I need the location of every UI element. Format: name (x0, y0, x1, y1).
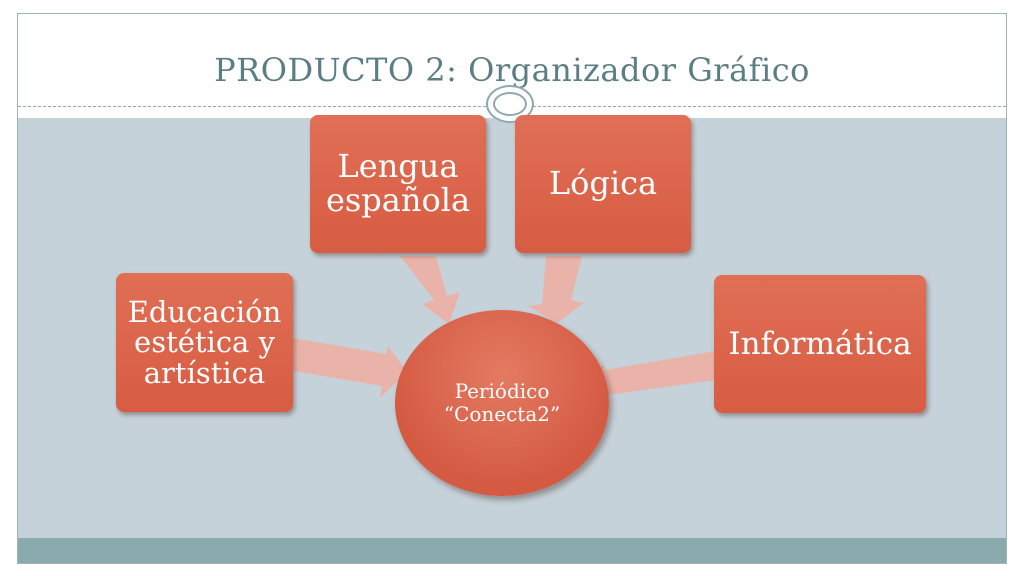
node-label-line: artística (143, 355, 266, 390)
node-logica: Lógica (515, 115, 691, 253)
node-informatica: Informática (714, 275, 926, 413)
node-lengua-espanola: Lengua española (310, 115, 486, 253)
center-node-label-line1: Periódico (454, 379, 550, 403)
slide-title: PRODUCTO 2: Organizador Gráfico (214, 51, 810, 89)
footer-band (18, 538, 1006, 563)
node-label-line: Informática (728, 325, 912, 362)
arrow-educacion-to-center (293, 338, 407, 398)
node-label-line: Educación (127, 294, 282, 329)
node-educacion-estetica: Educación estética y artística (116, 273, 293, 412)
center-node-periodico: Periódico “Conecta2” (395, 310, 609, 496)
center-node-label-line2: “Conecta2” (443, 402, 561, 426)
node-label-line: española (325, 181, 471, 219)
arrow-lengua-to-center (400, 256, 460, 324)
node-label-line: estética y (134, 325, 275, 360)
node-label-line: Lengua (337, 147, 459, 186)
node-label-line: Lógica (548, 164, 658, 203)
arrow-logica-to-center (528, 256, 584, 323)
arrow-informatica-to-center (587, 351, 716, 409)
